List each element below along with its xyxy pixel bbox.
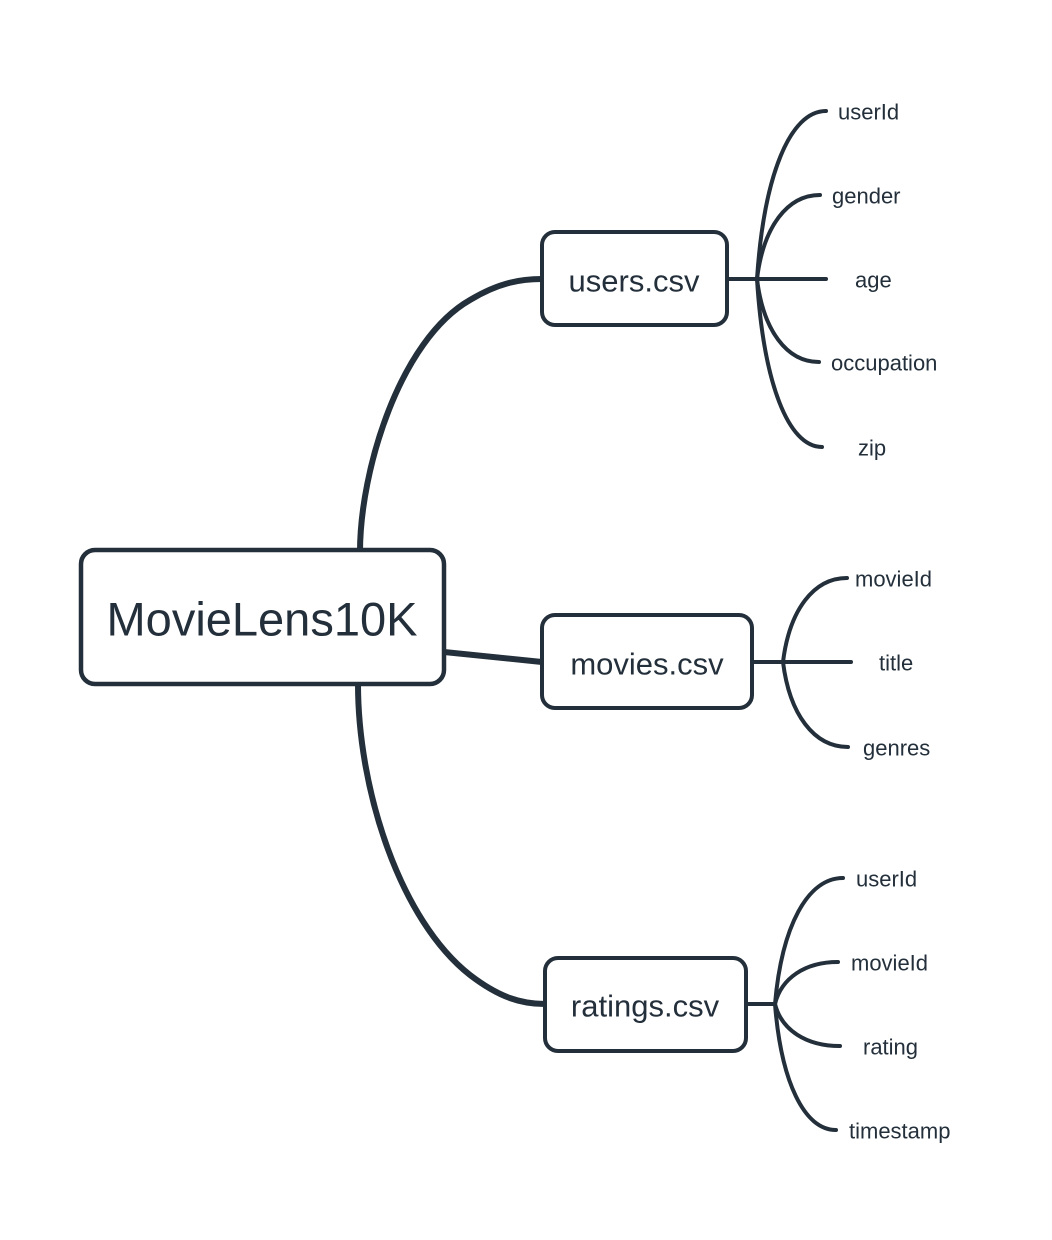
node-group: MovieLens10K users.csv movies.csv ratings.c… xyxy=(78,230,754,1053)
branch-node-box-movies[interactable] xyxy=(540,613,754,710)
branch-node-box-ratings[interactable] xyxy=(543,956,748,1053)
edge-movies-0 xyxy=(781,576,849,664)
leaf-label-users-userid: userId xyxy=(838,100,899,125)
branch-node-label-ratings: ratings.csv xyxy=(571,989,720,1024)
branch-node-label-users: users.csv xyxy=(569,264,700,299)
edge-ratings-2 xyxy=(773,1002,842,1048)
edge-users-4 xyxy=(755,277,824,449)
edge-ratings-1 xyxy=(773,960,840,1006)
edge-users-0 xyxy=(755,109,828,281)
branch-node-label-movies: movies.csv xyxy=(570,647,724,682)
edge-root-to-movies xyxy=(441,649,545,665)
leaf-label-movies-genres: genres xyxy=(863,736,930,761)
leaf-label-movies-title: title xyxy=(879,651,913,676)
leaf-label-users-occupation: occupation xyxy=(831,351,937,376)
edge-ratings-3 xyxy=(773,1002,838,1132)
edge-users-1 xyxy=(755,193,822,281)
leaf-edge-group xyxy=(725,109,853,1132)
leaf-label-movies-movieid: movieId xyxy=(855,567,932,592)
edge-root-to-users xyxy=(357,276,545,555)
leaf-label-users-gender: gender xyxy=(832,184,901,209)
leaf-label-ratings-rating: rating xyxy=(863,1035,918,1060)
root-node-label: MovieLens10K xyxy=(107,593,418,646)
leaf-label-ratings-movieid: movieId xyxy=(851,951,928,976)
edge-root-to-ratings xyxy=(355,681,548,1007)
trunk-edge-group xyxy=(355,276,548,1007)
edge-movies-2 xyxy=(781,660,850,749)
leaf-label-users-zip: zip xyxy=(858,436,886,461)
leaf-label-group: userId gender age occupation zip movieId title… xyxy=(831,100,950,1144)
branch-node-box-users[interactable] xyxy=(540,230,729,327)
leaf-label-ratings-timestamp: timestamp xyxy=(849,1119,950,1144)
root-node-box[interactable] xyxy=(78,547,447,687)
leaf-label-users-age: age xyxy=(855,268,892,293)
edge-ratings-0 xyxy=(773,876,845,1006)
leaf-label-ratings-userid: userId xyxy=(856,867,917,892)
